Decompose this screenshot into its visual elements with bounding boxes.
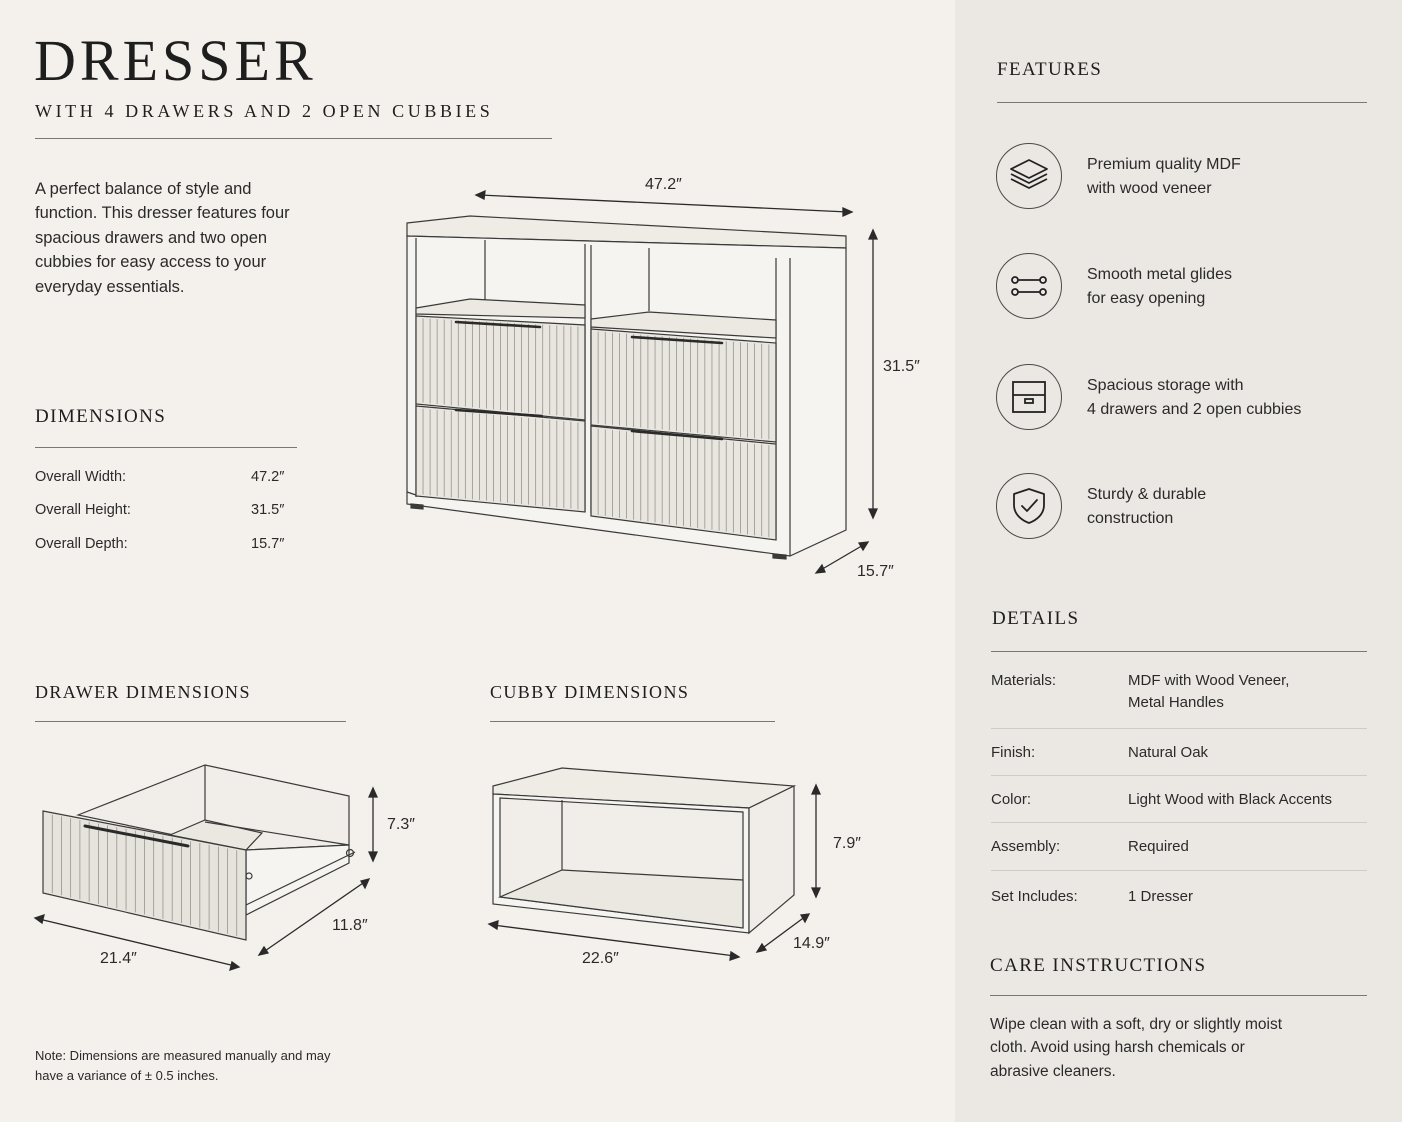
details-label: Set Includes: xyxy=(991,888,1078,905)
dimension-label: Overall Depth: xyxy=(35,536,128,552)
feature-line: construction xyxy=(1087,510,1174,528)
dimensions-heading: DIMENSIONS xyxy=(35,406,167,427)
dresser-height-label: 31.5″ xyxy=(883,358,920,375)
row-divider xyxy=(991,870,1367,871)
feature-icon-wrap xyxy=(996,364,1062,430)
features-heading: FEATURES xyxy=(997,59,1103,80)
shield-check-icon xyxy=(1013,488,1045,524)
details-label: Materials: xyxy=(991,672,1057,689)
details-value: Required xyxy=(1128,838,1189,855)
details-divider xyxy=(991,651,1367,652)
dimension-value: 31.5″ xyxy=(251,502,285,518)
details-value: MDF with Wood Veneer, xyxy=(1128,672,1290,689)
cubby-dimensions-divider xyxy=(490,721,775,722)
dimension-value: 15.7″ xyxy=(251,536,285,552)
page-title: DRESSER xyxy=(34,28,317,93)
details-value: Natural Oak xyxy=(1128,744,1209,761)
details-value: Metal Handles xyxy=(1128,694,1224,711)
dresser-width-label: 47.2″ xyxy=(645,176,682,193)
drawer-dimensions-heading: DRAWER DIMENSIONS xyxy=(35,682,251,702)
feature-text: Spacious storage with 4 drawers and 2 op… xyxy=(1087,374,1367,423)
layers-icon xyxy=(1010,159,1048,189)
feature-text: Sturdy & durable construction xyxy=(1087,483,1367,532)
drawer-dimensions-divider xyxy=(35,721,346,722)
feature-line: Spacious storage with xyxy=(1087,377,1244,394)
feature-line: 4 drawers and 2 open cubbies xyxy=(1087,401,1302,419)
cubby-depth-label: 14.9″ xyxy=(793,935,830,952)
care-text: Wipe clean with a soft, dry or slightly … xyxy=(990,1016,1283,1080)
feature-text: Smooth metal glides for easy opening xyxy=(1087,263,1367,312)
details-label: Assembly: xyxy=(991,838,1061,855)
feature-line: Smooth metal glides xyxy=(1087,266,1232,283)
glides-icon xyxy=(1011,276,1047,296)
details-label: Color: xyxy=(991,791,1032,808)
feature-icon-wrap xyxy=(996,473,1062,539)
feature-line: Premium quality MDF xyxy=(1087,156,1241,173)
dresser-depth-label: 15.7″ xyxy=(857,563,894,580)
feature-text: Premium quality MDF with wood veneer xyxy=(1087,153,1367,202)
dimension-label: Overall Width: xyxy=(35,469,127,485)
features-divider xyxy=(997,102,1367,103)
feature-icon-wrap xyxy=(996,143,1062,209)
details-value: 1 Dresser xyxy=(1128,888,1194,905)
page-subtitle: WITH 4 DRAWERS AND 2 OPEN CUBBIES xyxy=(35,101,494,121)
dimensions-divider xyxy=(35,447,297,448)
details-label: Finish: xyxy=(991,744,1036,761)
feature-line: Sturdy & durable xyxy=(1087,486,1207,503)
cubby-height-label: 7.9″ xyxy=(833,835,861,852)
details-value: Light Wood with Black Accents xyxy=(1128,791,1332,808)
feature-icon-wrap xyxy=(996,253,1062,319)
dimension-label: Overall Height: xyxy=(35,502,131,518)
dimension-row: Overall Depth: 15.7″ xyxy=(35,535,295,553)
cubby-width-label: 22.6″ xyxy=(582,950,619,967)
care-heading: CARE INSTRUCTIONS xyxy=(990,955,1207,976)
row-divider xyxy=(991,822,1367,823)
feature-line: for easy opening xyxy=(1087,290,1206,308)
cubby-dimensions-heading: CUBBY DIMENSIONS xyxy=(490,682,690,702)
intro-text: A perfect balance of style and function.… xyxy=(35,180,290,296)
drawer-box-icon xyxy=(1012,381,1046,413)
dimension-row: Overall Height: 31.5″ xyxy=(35,501,295,519)
feature-line: with wood veneer xyxy=(1087,180,1212,198)
drawer-depth-label: 11.8″ xyxy=(332,917,368,934)
drawer-width-label: 21.4″ xyxy=(100,950,137,967)
dimension-value: 47.2″ xyxy=(251,469,285,485)
details-heading: DETAILS xyxy=(992,608,1080,629)
title-divider xyxy=(35,138,552,139)
measurement-note: Note: Dimensions are measured manually a… xyxy=(35,1048,331,1083)
drawer-height-label: 7.3″ xyxy=(387,816,415,833)
dimension-row: Overall Width: 47.2″ xyxy=(35,468,295,486)
row-divider xyxy=(991,728,1367,729)
care-divider xyxy=(990,995,1367,996)
row-divider xyxy=(991,775,1367,776)
